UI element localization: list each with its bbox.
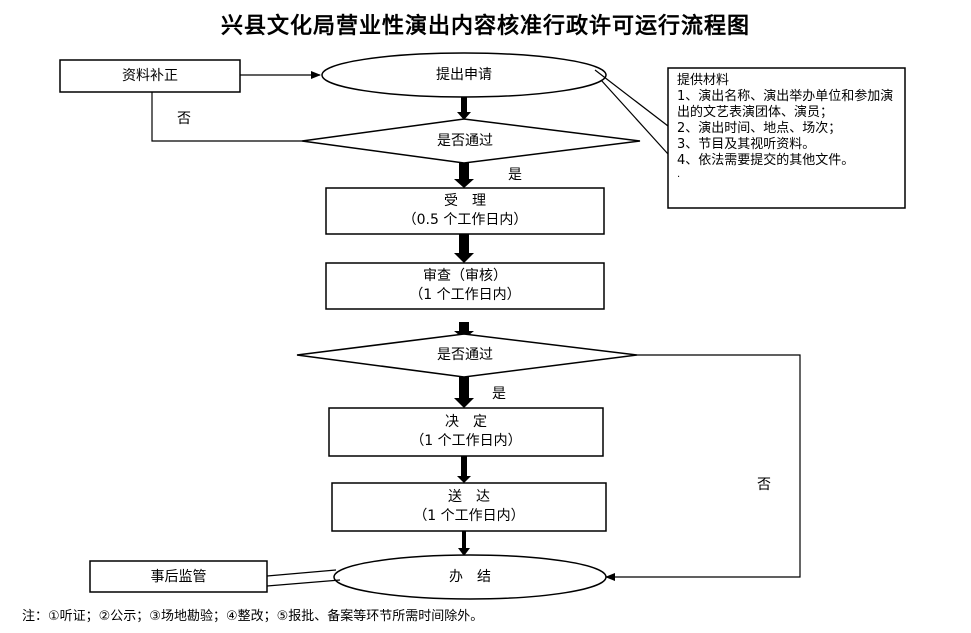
deliver-title: 送 达 [448,489,490,505]
review-label: 审查（审核） （1 个工作日内） [326,267,604,305]
materials-item: 4、依法需要提交的其他文件。 [677,153,855,168]
materials-connector-top [594,69,669,127]
supervise-label: 事后监管 [150,569,207,585]
materials-trailing: . [677,169,681,180]
edge-check2-no [605,354,801,581]
accept-title: 受 理 [444,193,486,209]
materials-connector-bottom [600,79,669,155]
review-title: 审查（审核） [423,268,507,284]
accept-time: （0.5 个工作日内） [402,212,528,228]
deliver-time: （1 个工作日内） [413,508,525,524]
check2-label: 是否通过 [437,347,493,363]
materials-item: 3、节目及其视听资料。 [677,137,816,152]
supervise-box [89,560,268,593]
decide-label: 决 定 （1 个工作日内） [329,413,603,451]
edge-check1-no [151,92,302,142]
arrow-apply-to-check1 [457,97,471,120]
deliver-label: 送 达 （1 个工作日内） [332,488,606,526]
footnote: 注：①听证；②公示；③场地勘验；④整改；⑤报批、备案等环节所需时间除外。 [22,609,484,624]
arrow-accept-to-review [454,234,474,263]
yes2-label: 是 [492,386,506,402]
finish-label: 办 结 [449,569,491,585]
finish-ellipse [333,554,607,600]
arrow-deliver-to-finish [458,531,470,556]
no2-label: 否 [757,477,771,493]
supplement-label: 资料补正 [122,68,178,84]
accept-box [325,187,605,235]
materials-heading: 提供材料 [677,73,730,88]
apply-label: 提出申请 [436,67,492,83]
materials-item: 1、演出名称、演出举办单位和参加演出的文艺表演团体、演员； [677,89,894,120]
review-box [325,262,605,310]
materials-item: 2、演出时间、地点、场次； [677,121,842,136]
decide-time: （1 个工作日内） [410,433,522,449]
accept-label: 受 理 （0.5 个工作日内） [326,192,604,230]
arrow-check1-to-accept [454,163,474,188]
check1-label: 是否通过 [437,133,493,149]
yes1-label: 是 [508,167,522,183]
supervise-connector-bottom [266,579,341,587]
review-time: （1 个工作日内） [409,287,521,303]
materials-text: 提供材料 1、演出名称、演出举办单位和参加演出的文艺表演团体、演员； 2、演出时… [677,73,899,181]
diagram-title: 兴县文化局营业性演出内容核准行政许可运行流程图 [220,13,750,39]
arrow-decide-to-deliver [457,456,471,483]
arrow-check2-to-decide [454,377,474,408]
decide-title: 决 定 [445,414,487,430]
supplement-box [59,59,241,93]
deliver-box [331,482,607,532]
check1-diamond [301,118,641,164]
materials-box [667,67,906,209]
supervise-connector-top [266,569,337,577]
no1-label: 否 [177,111,191,127]
